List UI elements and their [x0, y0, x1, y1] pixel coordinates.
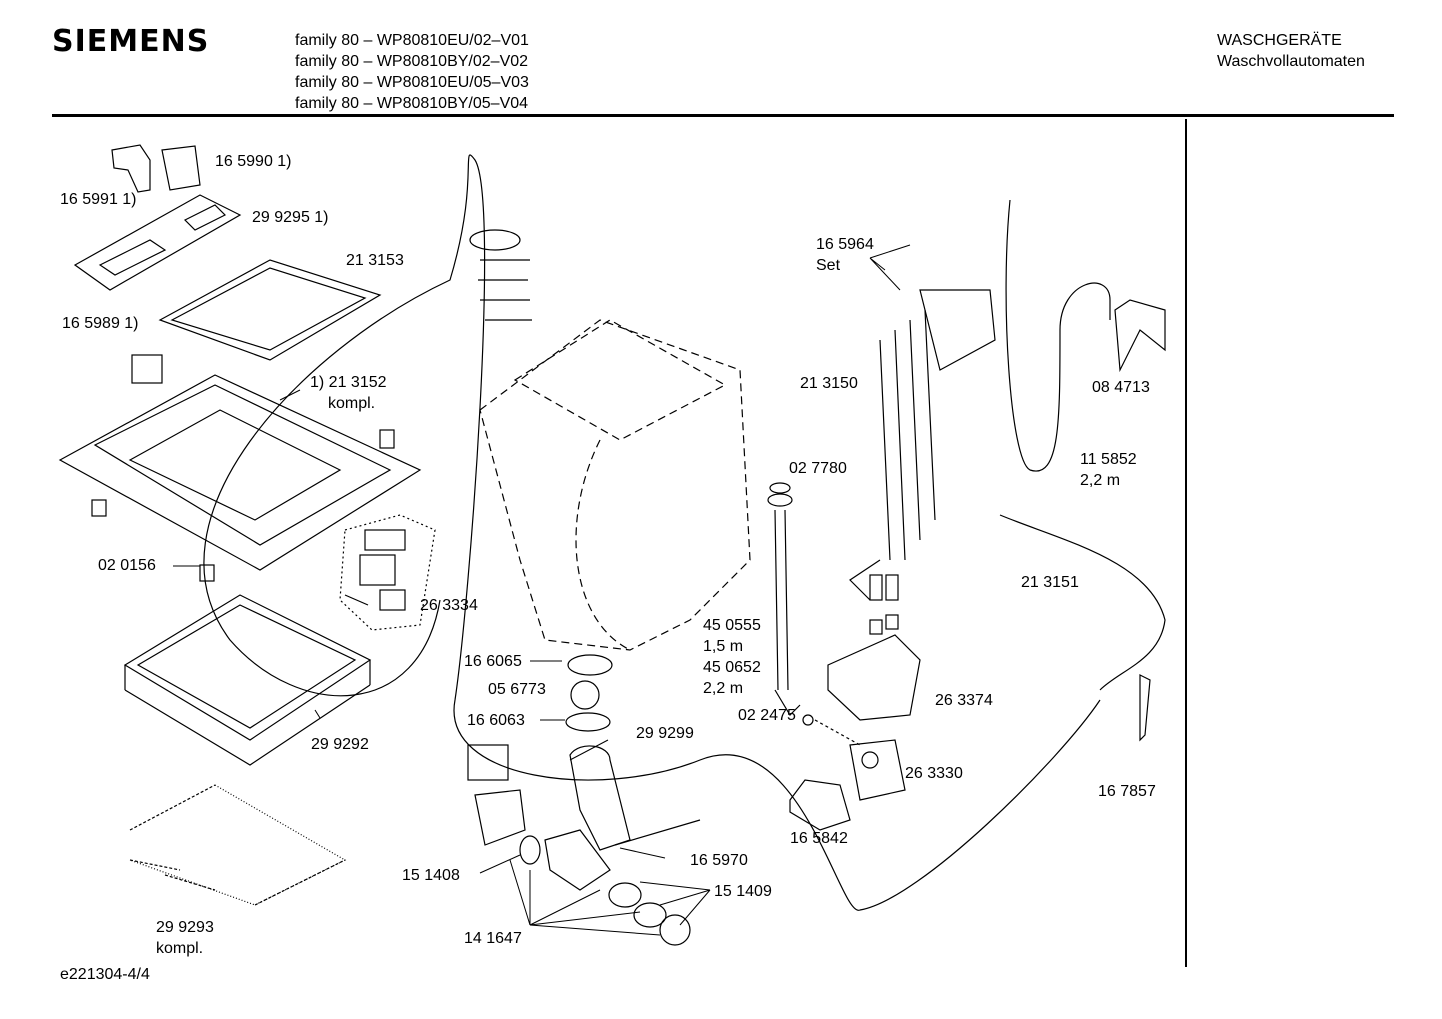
- part-label: 21 3151: [1021, 574, 1079, 591]
- category: WASCHGERÄTE Waschvollautomaten: [1217, 30, 1365, 72]
- inlet-hose-part: [767, 482, 814, 726]
- drawer-housing-part: [158, 259, 382, 361]
- part-label: kompl.: [328, 395, 376, 412]
- part-label: 1,5 m: [703, 638, 744, 655]
- part-label: 45 0555: [703, 617, 761, 634]
- bellows-part: [469, 229, 532, 321]
- top-frame-part: [58, 354, 422, 582]
- model-line: family 80 – WP80810BY/05–V04: [295, 95, 529, 112]
- part-label: 16 5991 1): [60, 191, 137, 208]
- part-label: 26 3330: [905, 765, 963, 782]
- part-label: 16 5970: [690, 852, 748, 869]
- door-lock-part: [339, 514, 436, 631]
- part-label: 1) 21 3152: [310, 374, 387, 391]
- part-label: Set: [816, 257, 841, 274]
- control-module-part: [827, 614, 921, 721]
- category-subtitle: Waschvollautomaten: [1217, 53, 1365, 70]
- part-label: 05 6773: [488, 681, 546, 698]
- model-line: family 80 – WP80810EU/02–V01: [295, 32, 529, 49]
- part-label: 16 5842: [790, 830, 848, 847]
- drawer-handle-part: [111, 144, 201, 193]
- part-label: 16 6065: [464, 653, 522, 670]
- drain-hose-part: [1005, 199, 1111, 472]
- part-label: 16 5990 1): [215, 153, 292, 170]
- model-list: family 80 – WP80810EU/02–V01 family 80 –…: [295, 30, 529, 114]
- cable-loop: [203, 154, 1101, 911]
- hose-assembly-part: [849, 289, 996, 601]
- interference-filter-part: [789, 779, 851, 831]
- part-label: 26 3334: [420, 597, 478, 614]
- header-divider: [52, 114, 1394, 117]
- part-label: 29 9299: [636, 725, 694, 742]
- tub-part: [479, 319, 751, 651]
- hose-bracket-part: [1114, 299, 1166, 373]
- part-label: 02 2475: [738, 707, 796, 724]
- part-label: 2,2 m: [1080, 472, 1121, 489]
- detergent-drawer-part: [73, 194, 242, 291]
- part-label: 45 0652: [703, 659, 761, 676]
- document-id: e221304-4/4: [60, 966, 150, 983]
- model-line: family 80 – WP80810EU/05–V03: [295, 74, 529, 91]
- category-title: WASCHGERÄTE: [1217, 32, 1342, 49]
- inlet-valve-part: [849, 739, 906, 801]
- part-label: 16 7857: [1098, 783, 1156, 800]
- door-seal-part: [123, 594, 372, 766]
- part-label: 16 5964: [816, 236, 874, 253]
- part-label: 29 9295 1): [252, 209, 329, 226]
- part-label: 16 5989 1): [62, 315, 139, 332]
- part-label: kompl.: [156, 940, 204, 957]
- part-label: 21 3153: [346, 252, 404, 269]
- part-label: 14 1647: [464, 930, 522, 947]
- model-line: family 80 – WP80810BY/02–V02: [295, 53, 529, 70]
- part-label: 2,2 m: [703, 680, 744, 697]
- part-label: 29 9293: [156, 919, 214, 936]
- part-label: 02 7780: [789, 460, 847, 477]
- valve-line: [814, 719, 861, 746]
- part-label: 29 9292: [311, 736, 369, 753]
- part-label: 15 1409: [714, 883, 772, 900]
- drain-pump-part: [467, 654, 701, 946]
- part-label: 02 0156: [98, 557, 156, 574]
- hose-clip-part: [1139, 674, 1151, 742]
- part-label: 21 3150: [800, 375, 858, 392]
- outlet-hose-part: [999, 514, 1166, 691]
- part-label: 11 5852: [1080, 451, 1137, 468]
- part-label: 16 6063: [467, 712, 525, 729]
- brand-logo: SIEMENS: [52, 24, 210, 59]
- spring-set-part: [129, 784, 346, 906]
- part-label: 08 4713: [1092, 379, 1150, 396]
- spring-outline: [129, 784, 347, 906]
- part-label: 26 3374: [935, 692, 993, 709]
- side-divider: [1185, 119, 1187, 967]
- part-label: 15 1408: [402, 867, 460, 884]
